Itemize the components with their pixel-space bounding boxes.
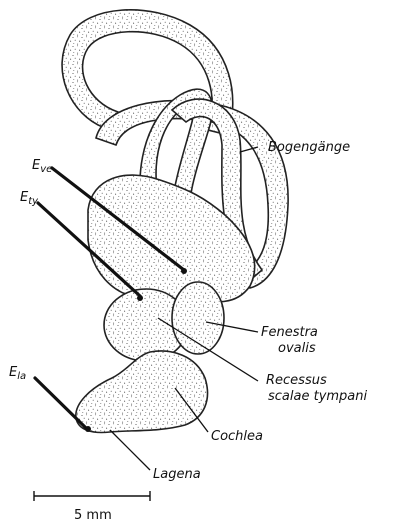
label-e-la: Ela	[9, 365, 26, 382]
label-lagena: Lagena	[153, 467, 201, 482]
scale-bar-label: 5 mm	[74, 508, 112, 523]
label-bogengaenge: Bogengänge	[268, 140, 350, 155]
label-fenestra-2: ovalis	[278, 341, 316, 356]
electrode-e-la	[35, 378, 86, 428]
label-cochlea: Cochlea	[211, 429, 263, 444]
label-recessus-1: Recessus	[266, 373, 327, 388]
electrode-tip-e-la	[85, 426, 91, 432]
label-e-ty: Ety	[20, 190, 39, 207]
label-fenestra-1: Fenestra	[261, 325, 318, 340]
electrode-tip-e-ty	[137, 295, 143, 301]
label-e-ve: Eve	[32, 158, 52, 175]
scale-bar: 5 mm	[34, 491, 150, 523]
pointer-lagena	[110, 430, 150, 470]
electrode-tip-e-ve	[181, 268, 187, 274]
label-recessus-2: scalae tympani	[268, 389, 368, 404]
cochlea-shape	[76, 351, 208, 432]
